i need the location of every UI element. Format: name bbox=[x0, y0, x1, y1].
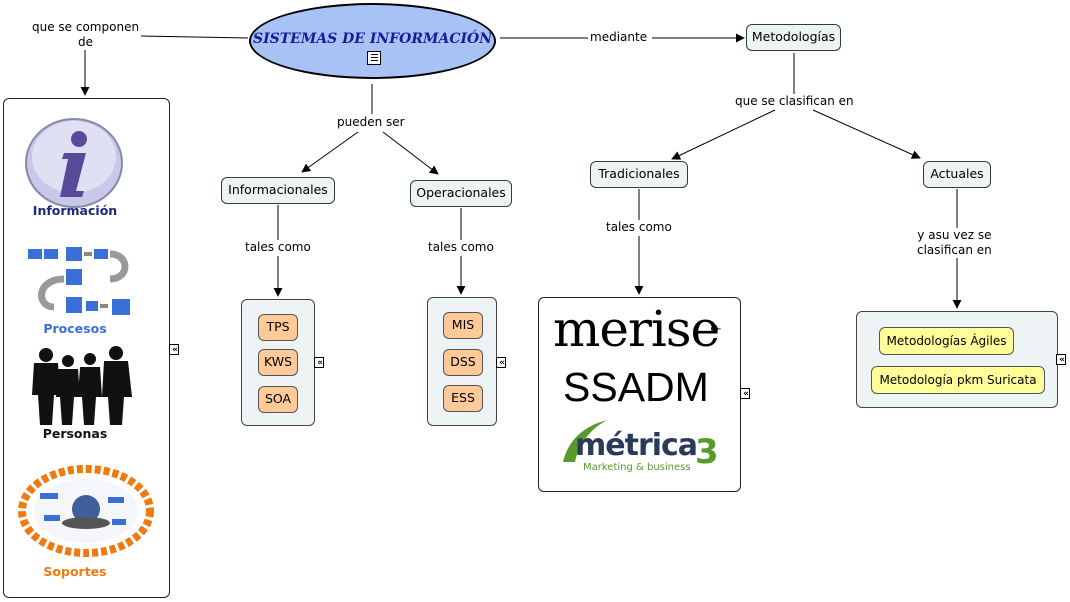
ssadm-logo: SSADM bbox=[563, 364, 709, 410]
link-label-asu-vez: y asu vez se clasifican en bbox=[915, 228, 994, 258]
metrica-number: 3 bbox=[695, 432, 719, 472]
tradicionales-logos-panel: merise ✈ SSADM métrica 3 Marketing & bus… bbox=[538, 297, 741, 492]
informacionales-list-panel: TPS KWS SOA bbox=[241, 299, 315, 426]
collapse-button-informacionales[interactable]: « bbox=[314, 357, 324, 368]
component-label-procesos: Procesos bbox=[43, 321, 107, 336]
metrica-logo: métrica 3 Marketing & business bbox=[559, 418, 729, 480]
collapse-button-tradicionales[interactable]: « bbox=[740, 388, 750, 399]
item-dss[interactable]: DSS bbox=[443, 349, 483, 376]
item-tps[interactable]: TPS bbox=[258, 314, 298, 341]
node-metodologias[interactable]: Metodologías bbox=[746, 24, 841, 51]
component-label-personas: Personas bbox=[42, 426, 108, 441]
collapse-button-actuales[interactable]: « bbox=[1056, 354, 1066, 365]
metrica-word: métrica bbox=[575, 428, 698, 463]
collapse-button-operacionales[interactable]: « bbox=[496, 357, 506, 368]
item-metodologia-pkm-suricata[interactable]: Metodología pkm Suricata bbox=[871, 366, 1045, 394]
metrica-subtitle: Marketing & business bbox=[583, 462, 691, 473]
link-label-pueden-ser: pueden ser bbox=[335, 115, 407, 129]
people-silhouettes-icon bbox=[32, 346, 132, 425]
node-operacionales[interactable]: Operacionales bbox=[410, 180, 512, 207]
link-label-componen: que se componen de bbox=[30, 20, 142, 50]
node-tradicionales[interactable]: Tradicionales bbox=[590, 161, 688, 188]
main-topic-node[interactable]: SISTEMAS DE INFORMACIÓN bbox=[249, 3, 496, 79]
item-kws[interactable]: KWS bbox=[258, 349, 298, 376]
plane-icon: ✈ bbox=[710, 322, 722, 338]
document-icon[interactable] bbox=[367, 51, 381, 65]
item-ess[interactable]: ESS bbox=[443, 385, 483, 412]
info-icon bbox=[25, 118, 123, 208]
link-label-mediante: mediante bbox=[588, 30, 650, 44]
link-label-tales-como-2: tales como bbox=[426, 240, 496, 254]
link-label-tales-como-3: tales como bbox=[604, 220, 674, 234]
component-label-informacion: Información bbox=[32, 203, 118, 218]
link-label-clasifican: que se clasifican en bbox=[733, 94, 856, 108]
item-mis[interactable]: MIS bbox=[443, 312, 483, 339]
link-label-tales-como-1: tales como bbox=[243, 240, 313, 254]
components-panel: Información Procesos Personas bbox=[3, 98, 170, 598]
actuales-list-panel: Metodologías Ágiles Metodología pkm Suri… bbox=[856, 311, 1058, 408]
collapse-button-components[interactable]: « bbox=[169, 344, 179, 355]
network-support-icon bbox=[18, 465, 154, 557]
operacionales-list-panel: MIS DSS ESS bbox=[427, 297, 497, 426]
main-topic-title: SISTEMAS DE INFORMACIÓN bbox=[252, 31, 493, 47]
merise-logo: merise bbox=[553, 300, 720, 358]
component-label-soportes: Soportes bbox=[43, 564, 107, 579]
item-metodologias-agiles[interactable]: Metodologías Ágiles bbox=[879, 327, 1014, 355]
node-actuales[interactable]: Actuales bbox=[923, 161, 991, 188]
node-informacionales[interactable]: Informacionales bbox=[221, 177, 335, 204]
item-soa[interactable]: SOA bbox=[258, 386, 298, 413]
process-flow-icon bbox=[28, 247, 130, 315]
metrica-swoosh-icon bbox=[563, 420, 607, 462]
